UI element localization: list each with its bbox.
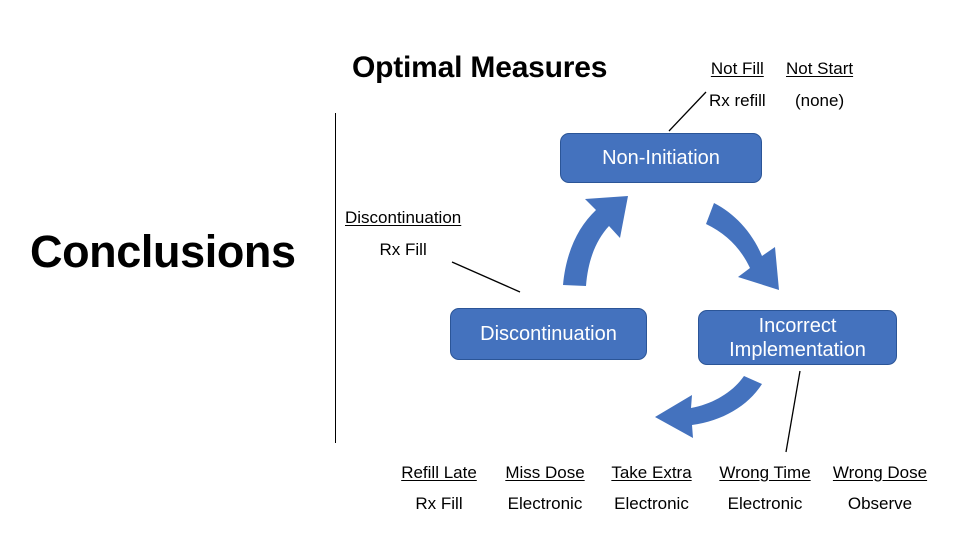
- arrow-to-discontinuation: [655, 376, 762, 438]
- measure-miss-dose: Miss Dose Electronic: [492, 462, 598, 514]
- connector-discontinuation: [451, 261, 521, 293]
- measure-wrong-time-value: Electronic: [727, 494, 803, 513]
- measure-wrong-time-header: Wrong Time: [719, 463, 811, 482]
- annotation-not-fill-measure: Rx refill: [709, 91, 766, 110]
- measure-miss-dose-value: Electronic: [507, 494, 583, 513]
- measure-take-extra: Take Extra Electronic: [598, 462, 705, 514]
- node-discontinuation[interactable]: Discontinuation: [450, 308, 647, 360]
- measure-take-extra-header: Take Extra: [611, 463, 692, 482]
- annotation-discontinuation: Discontinuation Rx Fill: [345, 207, 461, 260]
- bottom-measures-row: Refill Late Rx Fill Miss Dose Electronic…: [386, 462, 946, 514]
- annotation-not-fill: Not Fill Rx refill: [709, 58, 766, 111]
- annotation-discontinuation-header: Discontinuation: [345, 208, 462, 227]
- measure-take-extra-value: Electronic: [614, 494, 689, 513]
- vertical-divider: [335, 113, 336, 443]
- measure-refill-late: Refill Late Rx Fill: [386, 462, 492, 514]
- node-incorrect-implementation[interactable]: Incorrect Implementation: [698, 310, 897, 365]
- measure-wrong-dose-value: Observe: [847, 494, 913, 513]
- page-title: Optimal Measures: [352, 51, 608, 84]
- annotation-not-start: Not Start (none): [786, 58, 853, 111]
- annotation-not-start-measure: (none): [794, 91, 845, 110]
- connector-non-initiation: [668, 91, 707, 132]
- measure-wrong-dose-header: Wrong Dose: [832, 463, 928, 482]
- measure-refill-late-header: Refill Late: [401, 463, 477, 482]
- annotation-discontinuation-measure: Rx Fill: [379, 240, 427, 259]
- section-title: Conclusions: [30, 226, 296, 277]
- measure-refill-late-value: Rx Fill: [415, 494, 463, 513]
- measure-wrong-dose: Wrong Dose Observe: [825, 462, 935, 514]
- annotation-not-start-header: Not Start: [786, 59, 854, 78]
- measure-wrong-time: Wrong Time Electronic: [705, 462, 825, 514]
- arrow-to-non-initiation: [563, 196, 628, 286]
- annotation-not-fill-header: Not Fill: [710, 59, 764, 78]
- arrow-to-incorrect-implementation: [706, 203, 779, 290]
- measure-miss-dose-header: Miss Dose: [505, 463, 585, 482]
- node-non-initiation[interactable]: Non-Initiation: [560, 133, 762, 183]
- connector-incorrect-implementation: [785, 370, 801, 453]
